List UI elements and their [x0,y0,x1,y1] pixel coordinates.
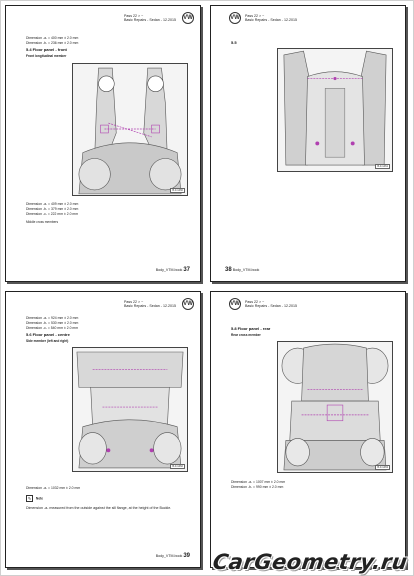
page-40[interactable]: VW Pass 22 > ~ Basic Repairs - Sedan - 1… [210,291,406,568]
vw-logo-icon: VW [229,12,241,24]
figure-floor-panel-2[interactable]: B-0-1461 [277,48,393,172]
page-header: Pass 22 > ~ Basic Repairs - Sedan - 12.2… [124,14,176,23]
vw-logo-icon: VW [182,298,194,310]
car-underbody-illustration [73,348,187,471]
dimension-list: Dimension -a- = 409 mm ± 2.0 mm Dimensio… [26,202,78,217]
page-header: Pass 22 > ~ Basic Repairs - Sedan - 12.2… [245,300,297,309]
dimension-line: Dimension -b- = 990 mm ± 2.0 mm [231,485,284,489]
dimension-line: Dimension -b- = 530 mm ± 2.0 mm [26,321,79,325]
figure-id: B-0-1462 [170,464,185,469]
site-watermark: CarGeometry.ru [210,550,409,574]
page-header: Pass 22 > ~ Basic Repairs - Sedan - 12.2… [124,300,176,309]
vw-logo-icon: VW [229,298,241,310]
section-title: 5.8 Floor panel - rear [231,326,271,331]
dimension-line: Dimension -a- = 1032 mm ± 2.0 mm [26,486,81,490]
dimension-line: Dimension -b- = 379 mm ± 2.0 mm [26,207,79,211]
dimension-line: Dimension -b- = 236 mm ± 2.0 mm [26,41,79,45]
car-underbody-illustration [73,64,187,195]
note-icon: ✎ [26,495,33,502]
note-label: Note [35,496,43,501]
car-underbody-illustration [278,49,392,171]
section-subtitle: Front longitudinal member [26,54,67,58]
figure-rear-floor[interactable]: B-0-1463 [277,341,393,473]
page-number: 38 [225,267,232,273]
page-footer: 38 Body_VTM.book [225,267,260,273]
dimension-list: Dimension -a- = 1007 mm ± 2.0 mm Dimensi… [231,480,285,490]
dimension-line: Dimension -a- = 409 mm ± 2.0 mm [26,202,79,206]
page-number: 39 [183,553,190,559]
figure-id: B-0-1463 [375,465,390,470]
car-underbody-illustration [278,342,392,472]
dimension-list: Dimension -a- = 1032 mm ± 2.0 mm [26,486,80,491]
figure-id: B-0-1460 [170,188,185,193]
dimension-list: Dimension -a- = 924 mm ± 2.0 mm Dimensio… [26,316,78,331]
figure-front-floor[interactable]: B-0-1460 [72,63,188,196]
dimension-line: Dimension -a- = 400 mm ± 2.0 mm [26,36,79,40]
section-subtitle: Rear cross member [231,333,261,337]
dimension-list: Dimension -a- = 400 mm ± 2.0 mm Dimensio… [26,36,78,46]
figure-centre-floor[interactable]: B-0-1462 [72,347,188,472]
page-39[interactable]: Pass 22 > ~ Basic Repairs - Sedan - 12.2… [5,291,201,568]
dimension-line: Dimension -c- = 222 mm ± 2.0 mm [26,212,79,216]
dimension-line: Dimension -c- = 540 mm ± 2.0 mm [26,326,79,330]
section-title: 5.4 Floor panel - front [26,47,67,52]
figure-id: B-0-1461 [375,164,390,169]
section-subtitle: Side member (left and right) [26,339,69,343]
dimension-line: Dimension -a- = 924 mm ± 2.0 mm [26,316,79,320]
section-title: 5.6 Floor panel - centre [26,332,70,337]
page-header: Pass 22 > ~ Basic Repairs - Sedan - 12.2… [245,14,297,23]
page-footer: Body_VTM.book 37 [155,267,190,273]
page-37[interactable]: Pass 22 > ~ Basic Repairs - Sedan - 12.2… [5,5,201,282]
page-number: 37 [183,267,190,273]
vw-logo-icon: VW [182,12,194,24]
note-text: Dimension -a- measured from the outside … [26,506,172,510]
page-footer: Body_VTM.book 39 [155,553,190,559]
note-block: ✎ Note [26,495,43,502]
section-title: 5.5 [231,40,237,45]
dimension-line: Dimension -a- = 1007 mm ± 2.0 mm [231,480,286,484]
section-subtitle: Middle cross members [26,220,59,224]
page-38[interactable]: VW Pass 22 > ~ Basic Repairs - Sedan - 1… [210,5,406,282]
